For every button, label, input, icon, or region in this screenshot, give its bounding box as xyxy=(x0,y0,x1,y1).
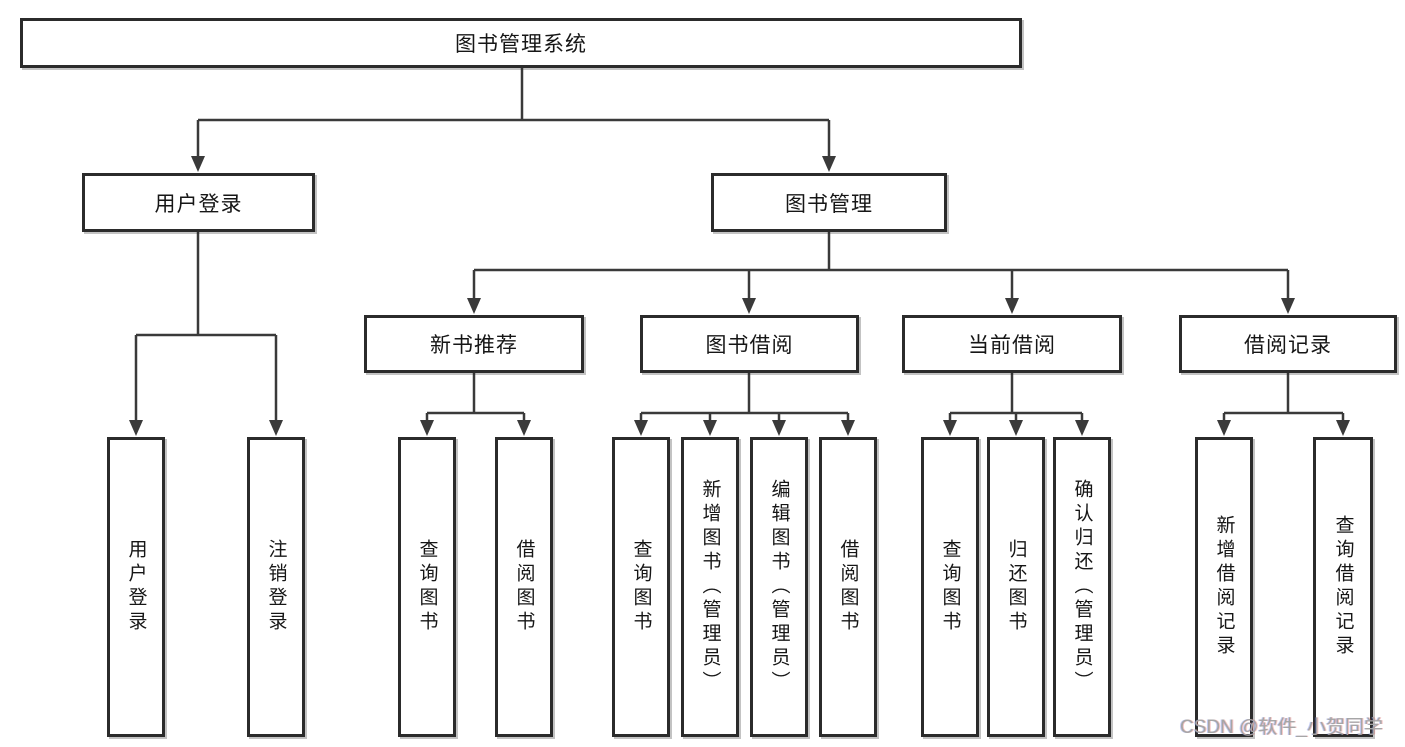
node-current-borrow-label: 当前借阅 xyxy=(968,334,1056,357)
leaf-current-return-books-label: 归还图书 xyxy=(1005,539,1027,635)
node-book-management-label: 图书管理 xyxy=(785,192,873,216)
node-library-system-label: 图书管理系统 xyxy=(455,33,587,56)
leaf-borrow-edit-books-admin: 编辑图书（管理员） xyxy=(750,437,808,737)
leaf-recommend-query-books-label: 查询图书 xyxy=(416,539,438,635)
leaf-current-query-books-label: 查询图书 xyxy=(939,539,961,635)
node-user-login: 用户登录 xyxy=(82,173,315,232)
leaf-borrow-edit-books-admin-label: 编辑图书（管理员） xyxy=(768,479,790,695)
node-borrow-records: 借阅记录 xyxy=(1179,315,1397,373)
leaf-records-query-record: 查询借阅记录 xyxy=(1313,437,1373,737)
leaf-user-login: 用户登录 xyxy=(107,437,165,737)
node-new-book-recommend: 新书推荐 xyxy=(364,315,584,373)
node-book-borrow: 图书借阅 xyxy=(640,315,859,373)
node-new-book-recommend-label: 新书推荐 xyxy=(430,334,518,357)
leaf-borrow-borrow-books-label: 借阅图书 xyxy=(837,539,859,635)
leaf-borrow-borrow-books: 借阅图书 xyxy=(819,437,877,737)
leaf-current-confirm-return-admin: 确认归还（管理员） xyxy=(1053,437,1111,737)
node-book-management: 图书管理 xyxy=(711,173,947,232)
node-library-system: 图书管理系统 xyxy=(20,18,1022,68)
csdn-watermark: CSDN @软件_小贺同学 xyxy=(1180,717,1383,738)
leaf-logout: 注销登录 xyxy=(247,437,305,737)
node-user-login-label: 用户登录 xyxy=(154,192,243,216)
leaf-recommend-borrow-books: 借阅图书 xyxy=(495,437,553,737)
leaf-records-query-record-label: 查询借阅记录 xyxy=(1332,515,1354,659)
leaf-current-query-books: 查询图书 xyxy=(921,437,979,737)
leaf-borrow-query-books: 查询图书 xyxy=(612,437,670,737)
leaf-current-return-books: 归还图书 xyxy=(987,437,1045,737)
node-borrow-records-label: 借阅记录 xyxy=(1244,334,1332,357)
node-book-borrow-label: 图书借阅 xyxy=(705,334,794,357)
leaf-logout-label: 注销登录 xyxy=(265,539,287,635)
leaf-recommend-query-books: 查询图书 xyxy=(398,437,456,737)
leaf-borrow-query-books-label: 查询图书 xyxy=(630,539,652,635)
leaf-records-add-record: 新增借阅记录 xyxy=(1195,437,1253,737)
node-current-borrow: 当前借阅 xyxy=(902,315,1122,373)
leaf-recommend-borrow-books-label: 借阅图书 xyxy=(513,539,535,635)
leaf-borrow-add-books-admin: 新增图书（管理员） xyxy=(681,437,739,737)
leaf-records-add-record-label: 新增借阅记录 xyxy=(1213,515,1235,659)
leaf-user-login-label: 用户登录 xyxy=(125,539,147,635)
leaf-current-confirm-return-admin-label: 确认归还（管理员） xyxy=(1071,479,1093,695)
leaf-borrow-add-books-admin-label: 新增图书（管理员） xyxy=(699,479,721,695)
